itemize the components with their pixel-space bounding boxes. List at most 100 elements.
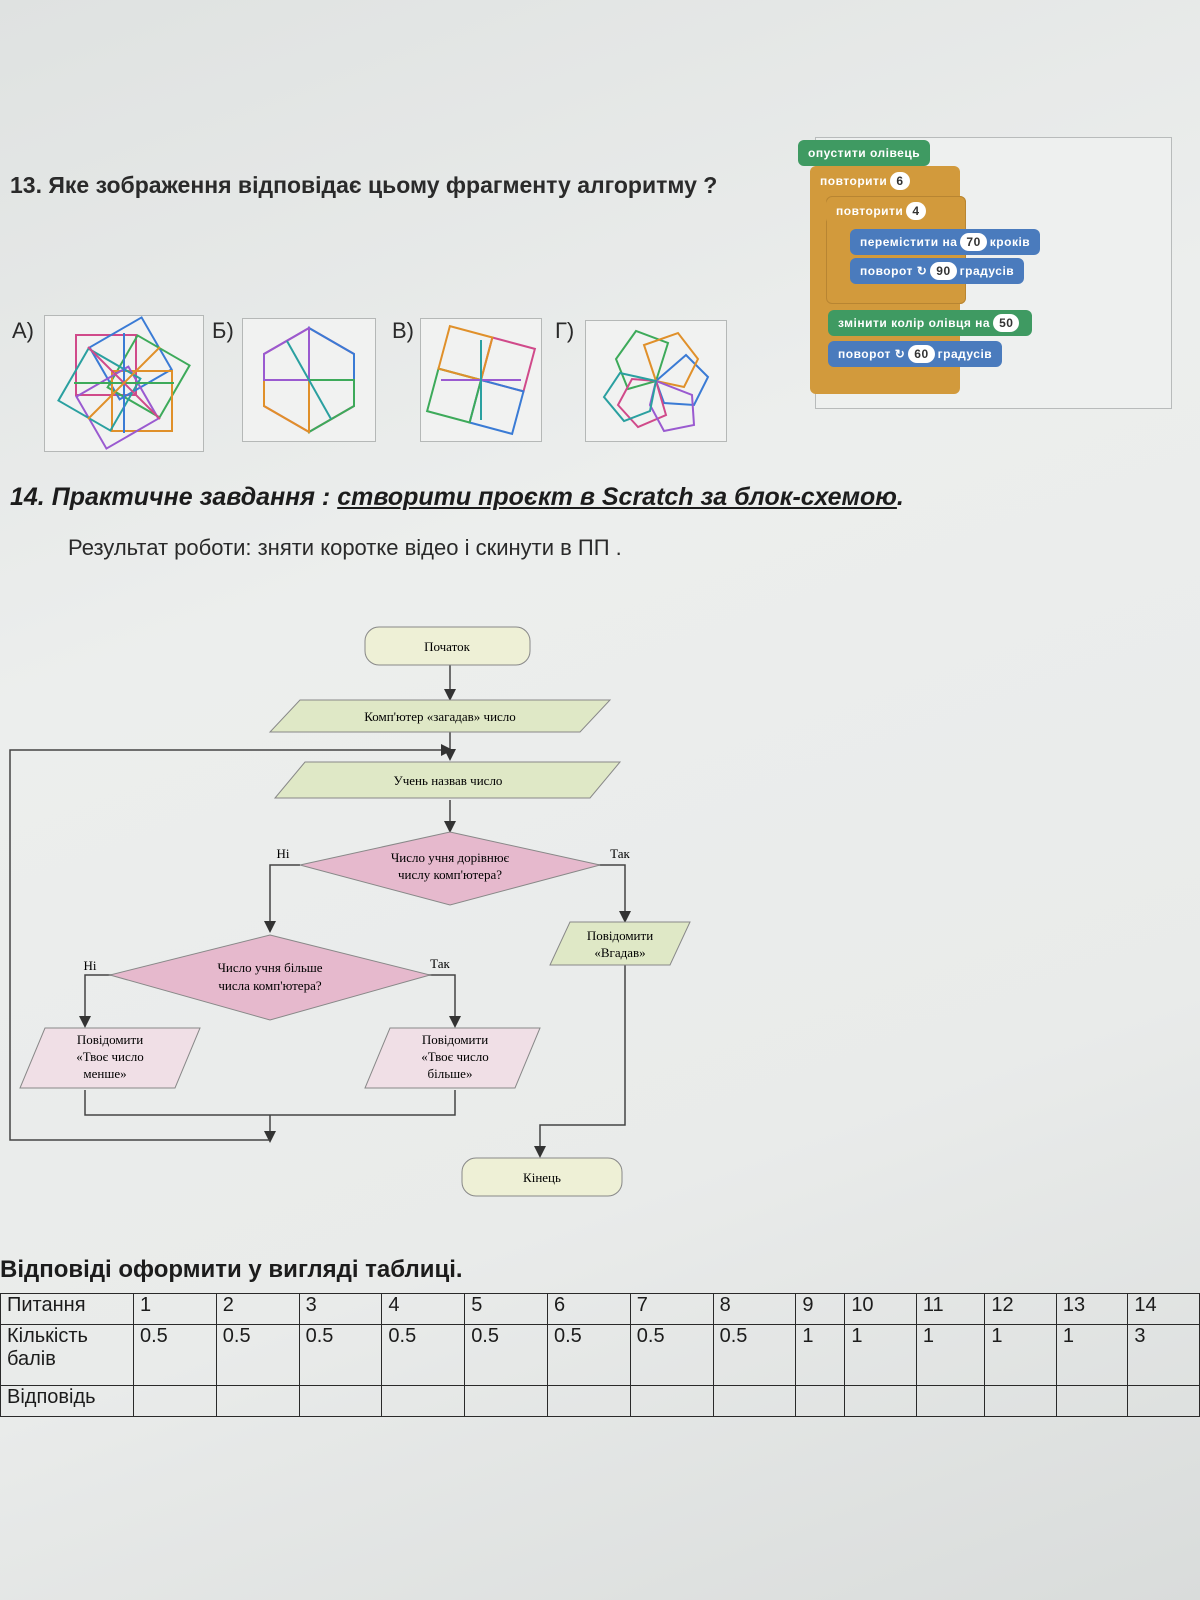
option-b-figure[interactable] bbox=[242, 318, 376, 442]
question-cell: 12 bbox=[984, 1293, 1057, 1325]
answer-cell[interactable] bbox=[1127, 1385, 1200, 1417]
answer-cell[interactable] bbox=[984, 1385, 1057, 1417]
points-cell: 1 bbox=[915, 1324, 986, 1386]
answer-cell[interactable] bbox=[215, 1385, 300, 1417]
flow-start bbox=[364, 626, 531, 666]
answers-title: Відповіді оформити у вигляді таблиці. bbox=[0, 1256, 463, 1283]
points-cell: 0.5 bbox=[133, 1324, 217, 1386]
row-label-questions: Питання bbox=[0, 1293, 134, 1325]
option-c-rotated-squares bbox=[425, 324, 537, 436]
block-move-label: перемістити на bbox=[860, 235, 958, 249]
option-a-figure[interactable] bbox=[44, 315, 204, 452]
flow-msg-less-line2: «Твоє число bbox=[76, 1049, 143, 1064]
flow-student-io bbox=[273, 761, 622, 799]
flow-cond1-line1: Число учня дорівнює bbox=[391, 850, 510, 865]
option-d-label: Г) bbox=[555, 318, 575, 343]
arrow-cond2-no bbox=[79, 974, 115, 1028]
option-a-star-squares bbox=[57, 316, 191, 450]
flow-msg-more-line1: Повідомити bbox=[422, 1032, 488, 1047]
q14-number: 14. bbox=[10, 483, 45, 511]
flow-cond2-line2: числа комп'ютера? bbox=[218, 978, 321, 993]
q14-result: Результат роботи: зняти коротке відео і … bbox=[68, 535, 622, 560]
move-steps[interactable]: 70 bbox=[960, 233, 987, 251]
option-d-figure[interactable] bbox=[585, 320, 727, 442]
block-move-unit: кроків bbox=[989, 235, 1031, 249]
points-cell: 0.5 bbox=[381, 1324, 466, 1386]
flow-cond2 bbox=[108, 934, 432, 1021]
flow-computer-text: Комп'ютер «загадав» число bbox=[364, 709, 516, 724]
option-d-pentagon-flower bbox=[602, 329, 710, 433]
question-cell: 2 bbox=[215, 1293, 300, 1325]
question-cell: 10 bbox=[844, 1293, 917, 1325]
flow-start-text: Початок bbox=[424, 639, 471, 654]
arrow-guess-end bbox=[534, 965, 626, 1158]
question-cell: 9 bbox=[795, 1293, 846, 1325]
option-a-label: А) bbox=[12, 318, 34, 343]
flow-end bbox=[461, 1157, 623, 1197]
answer-cell[interactable] bbox=[629, 1385, 714, 1417]
answer-cell[interactable] bbox=[795, 1385, 846, 1417]
line-merge-messages bbox=[84, 1090, 456, 1116]
repeat-outer-count[interactable]: 6 bbox=[890, 172, 910, 190]
q14-task: створити проєкт в Scratch за блок-схемою bbox=[337, 483, 897, 511]
option-c-figure[interactable] bbox=[420, 318, 542, 442]
block-pen-down-label: опустити олівець bbox=[808, 146, 921, 160]
option-c-label: В) bbox=[392, 318, 414, 343]
flow-msg-less-line1: Повідомити bbox=[77, 1032, 143, 1047]
flow-cond1 bbox=[299, 831, 601, 906]
question-cell: 1 bbox=[133, 1293, 217, 1325]
turn-outer-degrees[interactable]: 60 bbox=[908, 345, 935, 363]
flow-end-text: Кінець bbox=[523, 1170, 561, 1185]
points-cell: 0.5 bbox=[298, 1324, 383, 1386]
flow-student-text: Учень назвав число bbox=[394, 773, 503, 788]
question-cell: 6 bbox=[546, 1293, 631, 1325]
flow-cond2-no: Ні bbox=[84, 958, 97, 973]
answer-cell[interactable] bbox=[546, 1385, 631, 1417]
question-cell: 14 bbox=[1127, 1293, 1200, 1325]
flow-msg-guess-line2: «Вгадав» bbox=[594, 945, 645, 960]
points-cell: 3 bbox=[1127, 1324, 1200, 1386]
answer-cell[interactable] bbox=[915, 1385, 986, 1417]
answer-cell[interactable] bbox=[133, 1385, 217, 1417]
row-label-answers: Відповідь bbox=[0, 1385, 134, 1417]
points-cell: 1 bbox=[1055, 1324, 1129, 1386]
arrow-cond1-yes bbox=[595, 864, 631, 923]
turn-inner-degrees[interactable]: 90 bbox=[930, 262, 957, 280]
q14-lead: Практичне завдання : bbox=[51, 483, 331, 511]
flow-msg-less-line3: менше» bbox=[83, 1066, 126, 1081]
answer-cell[interactable] bbox=[712, 1385, 797, 1417]
question-cell: 8 bbox=[712, 1293, 797, 1325]
table-row-answers: Відповідь bbox=[0, 1385, 1200, 1417]
points-cell: 0.5 bbox=[464, 1324, 548, 1386]
answer-cell[interactable] bbox=[844, 1385, 917, 1417]
points-cell: 0.5 bbox=[546, 1324, 631, 1386]
block-pen-down[interactable]: опустити олівець bbox=[798, 140, 931, 166]
answer-cell[interactable] bbox=[464, 1385, 548, 1417]
arrow-cond1-no bbox=[264, 864, 300, 933]
question-cell: 5 bbox=[464, 1293, 548, 1325]
points-cell: 0.5 bbox=[712, 1324, 797, 1386]
q14-end: . bbox=[896, 483, 904, 511]
answer-cell[interactable] bbox=[1055, 1385, 1129, 1417]
block-turn-inner-label: поворот bbox=[860, 264, 913, 278]
flow-cond1-no: Ні bbox=[277, 846, 290, 861]
flow-msg-guess bbox=[549, 921, 691, 966]
flow-msg-less bbox=[19, 1027, 201, 1089]
row-label-points: Кількість балів bbox=[0, 1324, 134, 1386]
repeat-inner-count[interactable]: 4 bbox=[906, 202, 926, 220]
change-color-value[interactable]: 50 bbox=[993, 314, 1020, 332]
answer-cell[interactable] bbox=[381, 1385, 466, 1417]
flow-cond2-yes: Так bbox=[430, 956, 450, 971]
question-cell: 3 bbox=[298, 1293, 383, 1325]
question-cell: 13 bbox=[1055, 1293, 1129, 1325]
block-turn-outer-unit: градусів bbox=[937, 347, 993, 361]
arrow-cond2-yes bbox=[425, 974, 461, 1028]
answer-cell[interactable] bbox=[298, 1385, 383, 1417]
flow-cond2-line1: Число учня більше bbox=[217, 960, 322, 975]
